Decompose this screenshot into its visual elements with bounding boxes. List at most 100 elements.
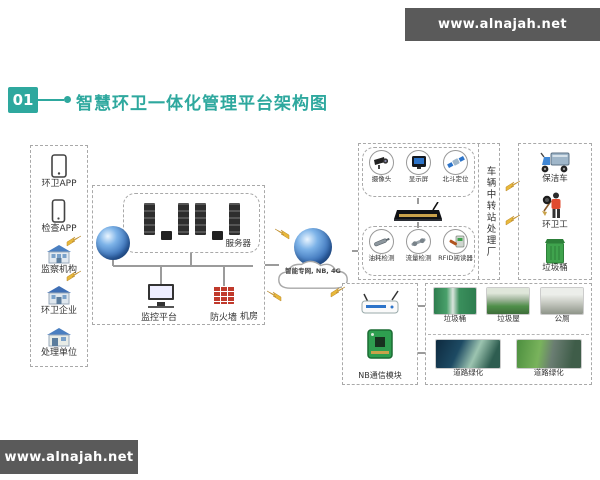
camera-icon xyxy=(369,150,394,175)
nb-chip-module-icon xyxy=(366,328,394,360)
site-url-banner-top: www.alnajah.net xyxy=(405,8,600,41)
users-panel: 环卫APP 检查APP 监察机构 环卫企业 处理单位 xyxy=(30,145,88,367)
satellite-icon xyxy=(443,150,468,175)
sensor-item-fuel: 油耗检测 xyxy=(364,229,400,262)
right-panel-item-label: 垃圾桶 xyxy=(542,263,568,274)
vehicle-station-side-strip: 车辆中转站处理厂 xyxy=(478,144,499,279)
network-cloud-label: 智能专网, NB, 4G xyxy=(285,267,341,275)
lightning-arrow-icon xyxy=(505,212,521,228)
firewall-label: 防火墙 xyxy=(210,313,238,323)
server-tower-icon xyxy=(143,203,155,235)
gateway-router-icon xyxy=(393,202,443,222)
display-screen-icon xyxy=(406,150,431,175)
left-panel-item-label: 环卫企业 xyxy=(40,306,77,317)
server-drop-line xyxy=(190,253,192,265)
left-panel-item-chuli-danwei: 处理单位 xyxy=(41,327,77,358)
monitor-platform-label: 监控平台 xyxy=(141,313,178,323)
gateway-top-line xyxy=(417,198,419,204)
lightning-arrow-icon xyxy=(66,233,82,249)
public-toilet-photo xyxy=(541,288,584,314)
tablet-icon xyxy=(50,154,68,178)
site-url-bottom: www.alnajah.net xyxy=(4,449,134,465)
facility-item-daolvlvhua-1: 道路绿化 xyxy=(436,340,501,378)
sensor-label: 油耗检测 xyxy=(368,254,395,262)
fuel-sensor-icon xyxy=(369,229,394,254)
facility-box: 垃圾桶 垃圾屋 公厕 道路绿化 道路绿化 xyxy=(425,283,592,385)
network-cloud: 智能专网, NB, 4G xyxy=(272,228,354,292)
road-greening-photo xyxy=(436,340,501,368)
sensor-item-flow: 流量检测 xyxy=(401,229,437,262)
server-accessory-icon xyxy=(160,231,172,240)
facility-item-lajitong: 垃圾桶 xyxy=(433,288,476,324)
firewall-icon xyxy=(213,286,235,304)
sensor-item-display: 显示屏 xyxy=(401,150,437,183)
server-tower-icon xyxy=(228,203,240,235)
nb-to-facility-top-line xyxy=(418,305,425,307)
left-panel-item-jiancha-jigou: 监察机构 xyxy=(41,244,77,275)
monitor-icon xyxy=(148,284,174,308)
vehicle-sensors-bottom-box: 油耗检测 流量检测 RFID阅读器 xyxy=(362,226,475,276)
server-cluster-box: 服务器 xyxy=(123,193,260,253)
trash-bin-icon xyxy=(543,237,567,264)
sensor-item-beidou: 北斗定位 xyxy=(438,150,474,183)
section-number-badge: 01 xyxy=(8,87,38,113)
left-panel-item-jiancha-app: 检查APP xyxy=(41,199,77,235)
trash-house-photo xyxy=(487,288,530,314)
cloud-to-vehicle-line xyxy=(352,250,358,252)
facility-label: 道路绿化 xyxy=(533,368,564,377)
firewall-drop-line xyxy=(223,267,225,286)
sensor-item-camera: 摄像头 xyxy=(364,150,400,183)
phone-icon xyxy=(51,199,66,223)
left-panel-item-label: 环卫APP xyxy=(41,178,77,189)
monitor-drop-line xyxy=(160,267,162,284)
sanitation-worker-icon xyxy=(540,191,570,221)
facility-label: 道路绿化 xyxy=(453,368,484,377)
sensor-label: 显示屏 xyxy=(408,175,429,183)
sensor-label: 流量检测 xyxy=(405,254,432,262)
left-panel-item-huanwei-app: 环卫APP xyxy=(41,154,77,189)
nb-module-label: NB通信模块 xyxy=(358,370,402,380)
cloud-icon xyxy=(278,260,348,289)
cleaning-tricycle-icon xyxy=(537,149,573,175)
facility-item-gongce: 公厕 xyxy=(541,288,584,324)
vehicle-station-content: 摄像头 显示屏 北斗定位 xyxy=(359,144,478,279)
right-panel-item-label: 环卫工 xyxy=(542,220,568,231)
right-panel-item-label: 保洁车 xyxy=(542,174,568,185)
nb-module-box: NB通信模块 xyxy=(342,283,418,385)
gateway-bottom-line xyxy=(417,222,419,228)
nb-to-facility-bottom-line xyxy=(418,352,425,354)
sensor-label: 北斗定位 xyxy=(442,175,469,183)
lightning-arrow-icon xyxy=(274,226,290,242)
right-panel-item-huanweigong: 环卫工 xyxy=(540,191,570,231)
lightning-arrow-icon xyxy=(330,284,346,300)
machine-room-label: 机房 xyxy=(239,312,258,322)
server-tower-icon xyxy=(194,203,206,235)
site-url-top: www.alnajah.net xyxy=(437,17,568,32)
sensor-label: 摄像头 xyxy=(371,175,392,183)
facility-bottom-row: 道路绿化 道路绿化 xyxy=(428,340,589,378)
facility-divider xyxy=(428,334,589,335)
title-bullet-dot xyxy=(64,96,71,103)
building-icon xyxy=(45,285,73,305)
server-accessory-icon xyxy=(211,231,223,240)
left-panel-item-label: 检查APP xyxy=(41,224,77,235)
machine-room-box: 服务器 监控平台 防火墙 机房 xyxy=(92,185,265,325)
flow-sensor-icon xyxy=(406,229,431,254)
server-label: 服务器 xyxy=(225,239,251,250)
globe-icon xyxy=(294,228,332,266)
lightning-arrow-icon xyxy=(66,268,82,284)
vehicle-sensors-top-box: 摄像头 显示屏 北斗定位 xyxy=(362,147,475,197)
sensor-label: RFID阅读器 xyxy=(438,254,473,262)
page-title: 智慧环卫一体化管理平台架构图 xyxy=(76,94,328,114)
right-panel-item-baojieche: 保洁车 xyxy=(537,149,573,185)
facility-label: 公厕 xyxy=(554,314,570,323)
left-panel-item-label: 处理单位 xyxy=(40,347,77,358)
field-assets-panel: 保洁车 环卫工 垃圾桶 xyxy=(518,143,592,280)
site-url-banner-bottom: www.alnajah.net xyxy=(0,440,138,474)
vehicle-station-side-label: 车辆中转站处理厂 xyxy=(484,165,496,258)
globe-drop-line xyxy=(112,260,114,266)
globe-icon xyxy=(96,226,130,260)
facility-label: 垃圾屋 xyxy=(497,314,520,323)
title-connector-line xyxy=(38,99,64,101)
